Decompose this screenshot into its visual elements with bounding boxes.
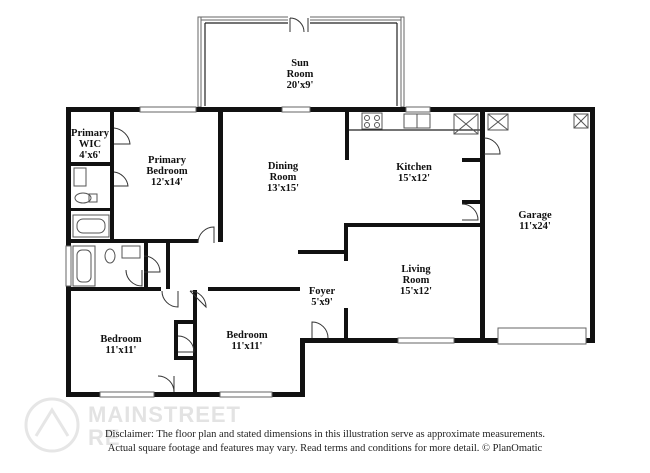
- svg-text:WIC: WIC: [79, 139, 101, 150]
- room-living-room: Living Room 15'x12': [400, 264, 432, 297]
- svg-text:11'x11': 11'x11': [232, 341, 263, 352]
- doors: [113, 127, 501, 393]
- svg-text:Kitchen: Kitchen: [396, 162, 432, 173]
- room-bedroom-1: Bedroom 11'x11': [100, 334, 141, 356]
- svg-text:13'x15': 13'x15': [267, 183, 299, 194]
- svg-text:15'x12': 15'x12': [400, 286, 432, 297]
- svg-text:11'x24': 11'x24': [519, 221, 551, 232]
- svg-text:Garage: Garage: [518, 210, 552, 221]
- svg-text:Bedroom: Bedroom: [100, 334, 141, 345]
- disclaimer-line-1: Disclaimer: The floor plan and stated di…: [104, 429, 546, 440]
- exterior-walls: [65, 106, 595, 398]
- fixtures: [72, 112, 589, 287]
- vanity-icon: [73, 167, 87, 187]
- room-dining-room: Dining Room 13'x15': [267, 161, 299, 194]
- hall-sink-icon: [121, 245, 141, 259]
- stove-icon: [361, 112, 383, 130]
- svg-text:4'x6': 4'x6': [79, 150, 101, 161]
- room-primary-wic: Primary WIC 4'x6': [71, 128, 110, 161]
- svg-text:Bedroom: Bedroom: [146, 166, 187, 177]
- toilet-icon: [74, 192, 92, 204]
- watermark-logo-icon: [24, 397, 80, 453]
- svg-text:Sun: Sun: [291, 58, 309, 69]
- svg-text:Living: Living: [401, 264, 431, 275]
- room-primary-bedroom: Primary Bedroom 12'x14': [146, 155, 187, 188]
- svg-text:11'x11': 11'x11': [106, 345, 137, 356]
- svg-text:15'x12': 15'x12': [398, 173, 430, 184]
- svg-text:Room: Room: [287, 69, 314, 80]
- sun-room-walls: [197, 14, 405, 108]
- disclaimer-line-2: Actual square footage and features may v…: [107, 443, 543, 454]
- svg-text:Foyer: Foyer: [309, 286, 336, 297]
- svg-text:12'x14': 12'x14': [151, 177, 183, 188]
- interior-walls: [71, 112, 485, 397]
- hvac-icon: [573, 113, 589, 129]
- svg-text:5'x9': 5'x9': [311, 297, 333, 308]
- svg-text:Room: Room: [270, 172, 297, 183]
- watermark: MAINSTREET RE: [24, 397, 241, 453]
- bathtub-icon: [72, 214, 110, 238]
- refrigerator-icon: [453, 113, 479, 135]
- svg-text:Room: Room: [403, 275, 430, 286]
- svg-text:Primary: Primary: [71, 128, 110, 139]
- watermark-line1: MAINSTREET: [88, 402, 241, 427]
- svg-text:Dining: Dining: [268, 161, 299, 172]
- room-kitchen: Kitchen 15'x12': [396, 162, 432, 184]
- svg-text:Bedroom: Bedroom: [226, 330, 267, 341]
- watermark-line2: RE: [88, 425, 121, 450]
- room-sun-room: Sun Room 20'x9': [287, 58, 314, 91]
- room-garage: Garage 11'x24': [518, 210, 552, 232]
- water-heater-icon: [487, 113, 509, 131]
- hall-toilet-icon: [104, 248, 116, 264]
- svg-text:20'x9': 20'x9': [287, 80, 314, 91]
- room-foyer: Foyer 5'x9': [309, 286, 336, 308]
- hall-bathtub-icon: [72, 245, 96, 287]
- room-bedroom-2: Bedroom 11'x11': [226, 330, 267, 352]
- svg-text:Primary: Primary: [148, 155, 187, 166]
